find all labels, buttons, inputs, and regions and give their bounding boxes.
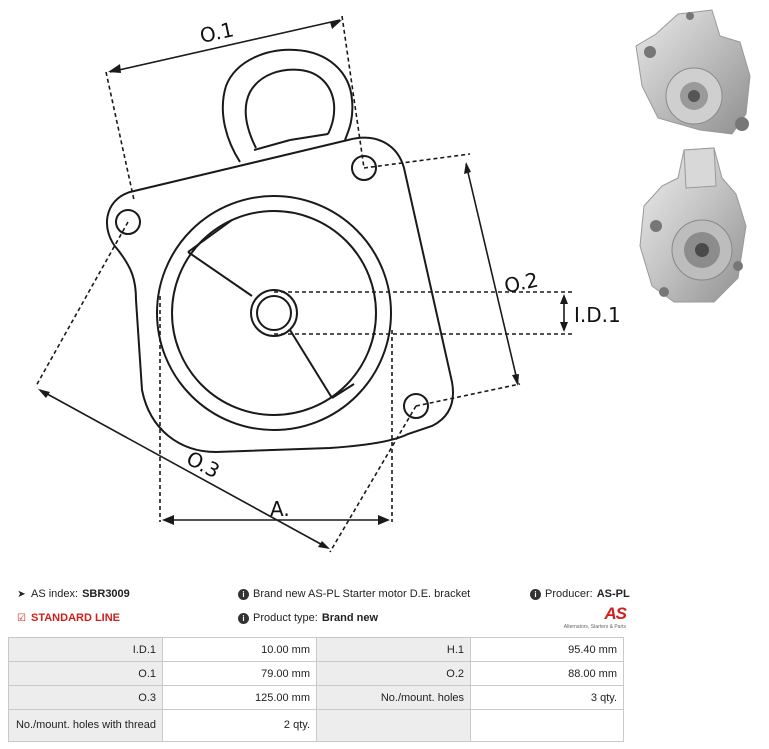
spec-key: O.2 bbox=[316, 661, 471, 686]
table-row: I.D.1 10.00 mm H.1 95.40 mm bbox=[8, 637, 624, 662]
spec-key: H.1 bbox=[316, 637, 471, 662]
spec-key bbox=[316, 709, 471, 742]
technical-drawing: O.1 O.2 O.3 I.D.1 A. bbox=[35, 15, 621, 553]
label-o2: O.2 bbox=[502, 267, 540, 298]
spec-value bbox=[470, 709, 624, 742]
producer-label: Producer: bbox=[545, 588, 593, 600]
logo-mark: AS bbox=[604, 604, 627, 623]
table-row: O.3 125.00 mm No./mount. holes 3 qty. bbox=[8, 685, 624, 710]
table-row: No./mount. holes with thread 2 qty. bbox=[8, 709, 624, 742]
spec-value: 88.00 mm bbox=[470, 661, 624, 686]
product-type-value: Brand new bbox=[321, 612, 379, 624]
logo-tagline: Alternators, Starters & Parts bbox=[563, 624, 626, 630]
mount-hole-bottom bbox=[403, 393, 429, 419]
as-index-row: ➤ AS index: SBR3009 bbox=[16, 588, 130, 600]
info-icon: i bbox=[238, 612, 249, 624]
flange-outline bbox=[105, 136, 454, 454]
description-text: Brand new AS-PL Starter motor D.E. brack… bbox=[253, 588, 471, 600]
spec-value: 10.00 mm bbox=[162, 637, 317, 662]
tag-icon: ➤ bbox=[17, 588, 26, 600]
producer-row: i Producer: AS-PL bbox=[530, 588, 630, 600]
label-o1: O.1 bbox=[198, 17, 236, 48]
center-hub-outer bbox=[250, 289, 298, 337]
bore-outer bbox=[156, 195, 392, 431]
check-square-icon: ☑ bbox=[17, 612, 26, 624]
as-index-value: SBR3009 bbox=[82, 588, 130, 600]
top-ear-inner bbox=[244, 68, 336, 149]
label-a: A. bbox=[270, 497, 290, 521]
mount-hole-left bbox=[115, 209, 141, 235]
spec-value: 2 qty. bbox=[162, 709, 317, 742]
spec-key: I.D.1 bbox=[8, 637, 163, 662]
label-id1: I.D.1 bbox=[574, 303, 621, 327]
description-row: i Brand new AS-PL Starter motor D.E. bra… bbox=[238, 588, 470, 600]
spec-value: 79.00 mm bbox=[162, 661, 317, 686]
producer-value: AS-PL bbox=[596, 588, 630, 600]
spec-value: 3 qty. bbox=[470, 685, 624, 710]
standard-line-row: ☑ STANDARD LINE bbox=[16, 612, 120, 624]
product-photo-bottom bbox=[639, 147, 747, 303]
mount-hole-top bbox=[351, 155, 377, 181]
spec-key: No./mount. holes with thread bbox=[8, 709, 163, 742]
center-hub-inner bbox=[256, 295, 292, 331]
spec-value: 95.40 mm bbox=[470, 637, 624, 662]
bore-inner bbox=[171, 210, 377, 416]
spec-key: O.1 bbox=[8, 661, 163, 686]
spec-key: O.3 bbox=[8, 685, 163, 710]
specs-table: I.D.1 10.00 mm H.1 95.40 mm O.1 79.00 mm… bbox=[8, 637, 624, 742]
spec-value: 125.00 mm bbox=[162, 685, 317, 710]
top-ear-outline bbox=[221, 48, 354, 163]
product-type-label: Product type: bbox=[253, 612, 318, 624]
asp-logo: AS Alternators, Starters & Parts bbox=[562, 604, 627, 632]
info-icon: i bbox=[530, 588, 541, 600]
table-row: O.1 79.00 mm O.2 88.00 mm bbox=[8, 661, 624, 686]
as-index-label: AS index: bbox=[31, 588, 79, 600]
standard-line-label: STANDARD LINE bbox=[31, 612, 121, 624]
product-photo-top bbox=[635, 9, 751, 135]
info-icon: i bbox=[238, 588, 249, 600]
spec-key: No./mount. holes bbox=[316, 685, 471, 710]
product-type-row: i Product type: Brand new bbox=[238, 612, 378, 624]
